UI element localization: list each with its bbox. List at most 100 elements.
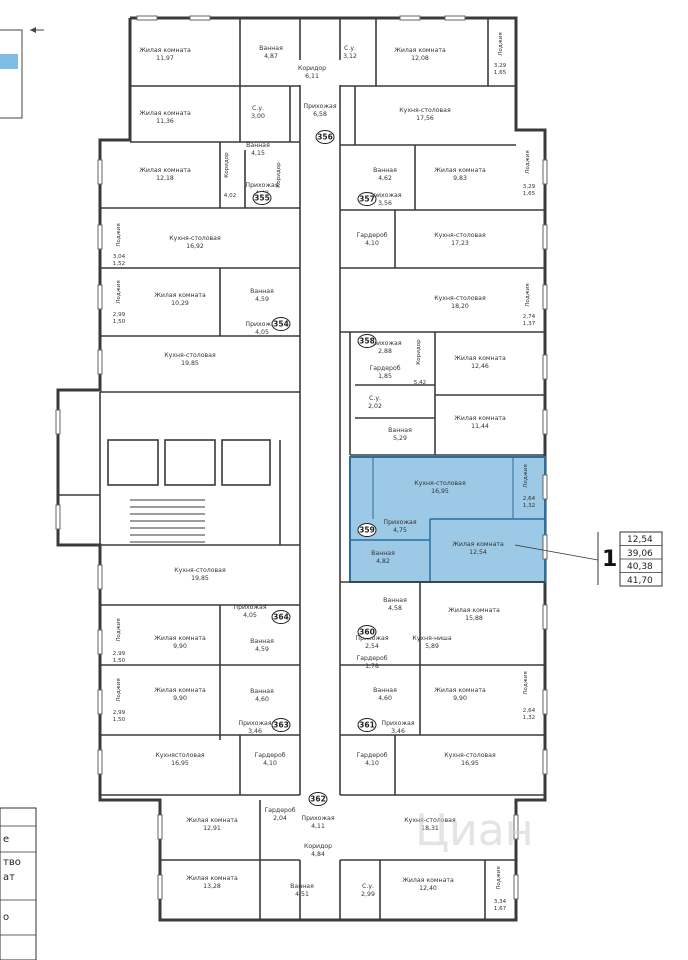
room-name: Ванная bbox=[371, 550, 395, 557]
room-area: 9,90 bbox=[173, 643, 187, 650]
room-name: Кухня-столовая bbox=[444, 752, 496, 759]
legend-value-2: 39,06 bbox=[627, 549, 653, 559]
room-area: 12,46 bbox=[471, 363, 489, 370]
room-area: 1,85 bbox=[378, 373, 392, 380]
room-name: Гардероб bbox=[369, 364, 400, 372]
room-area: 4,05 bbox=[255, 329, 269, 336]
room-area: 16,95 bbox=[431, 488, 449, 495]
apartment-badge-circle bbox=[271, 610, 291, 624]
room-area: 6,11 bbox=[305, 73, 319, 80]
room-area: 12,08 bbox=[411, 55, 429, 62]
room-name: Жилая комната bbox=[434, 167, 486, 174]
room-area: 4,60 bbox=[378, 695, 392, 702]
apartment-badge-circle bbox=[271, 317, 291, 331]
room-name: Ванная bbox=[388, 427, 412, 434]
room-name: Прихожая bbox=[233, 604, 266, 611]
apartment-number: 356 bbox=[317, 133, 333, 142]
apartment-number: 364 bbox=[273, 613, 289, 622]
loggia-area: 3,34 bbox=[494, 899, 507, 905]
room-area: 17,23 bbox=[451, 240, 469, 247]
loggia-area: 2,99 bbox=[113, 651, 126, 657]
left-legend-1: е bbox=[3, 834, 9, 845]
room-area: 19,85 bbox=[181, 360, 199, 367]
loggia-area-reduced: 1,50 bbox=[113, 658, 126, 664]
room-name: Ванная bbox=[373, 687, 397, 694]
room-area: 5,29 bbox=[393, 435, 407, 442]
vertical-label: Лоджия bbox=[116, 678, 122, 702]
room-name: Ванная bbox=[250, 288, 274, 295]
room-name: Кухня-столовая bbox=[174, 567, 226, 574]
loggia-area-reduced: 1,37 bbox=[523, 321, 536, 327]
apartment-number: 361 bbox=[359, 721, 375, 730]
room-name: Кухня-столовая bbox=[164, 352, 216, 359]
apartment-number: 362 bbox=[310, 795, 326, 804]
loggia-area: 2,74 bbox=[523, 314, 536, 320]
room-area: 4,82 bbox=[376, 558, 390, 565]
room-name: Кухня-столовая bbox=[434, 295, 486, 302]
room-name: Коридор bbox=[304, 843, 332, 850]
apartment-badge-circle bbox=[357, 334, 377, 348]
room-area: 12,40 bbox=[419, 885, 437, 892]
room-name: С.у. bbox=[252, 105, 264, 112]
room-area: 4,10 bbox=[365, 240, 379, 247]
room-name: Кухня-столовая bbox=[414, 480, 466, 487]
apartment-badge-circle bbox=[357, 523, 377, 537]
loggia-area: 3,29 bbox=[523, 184, 536, 190]
room-area: 9,90 bbox=[173, 695, 187, 702]
room-name: Гардероб bbox=[254, 751, 285, 759]
room-area: 3,56 bbox=[378, 200, 392, 207]
room-name: Ванная bbox=[250, 638, 274, 645]
room-name: Жилая комната bbox=[186, 875, 238, 882]
room-area: 15,88 bbox=[465, 615, 483, 622]
room-area: 16,95 bbox=[171, 760, 189, 767]
room-name: Жилая комната bbox=[402, 877, 454, 884]
room-name: Кухня-столовая bbox=[434, 232, 486, 239]
room-name: Прихожая bbox=[245, 321, 278, 328]
loggia-area: 4,02 bbox=[224, 193, 236, 199]
room-area: 9,90 bbox=[453, 695, 467, 702]
room-name: Ванная bbox=[246, 142, 270, 149]
apartment-badge-circle bbox=[315, 130, 335, 144]
room-area: 4,10 bbox=[263, 760, 277, 767]
room-name: Жилая комната bbox=[434, 687, 486, 694]
room-area: 16,95 bbox=[461, 760, 479, 767]
room-name: Ванная bbox=[250, 688, 274, 695]
room-name: Гардероб bbox=[356, 751, 387, 759]
room-area: 4,60 bbox=[255, 696, 269, 703]
room-name: Ванная bbox=[383, 597, 407, 604]
loggia-area-reduced: 1,32 bbox=[523, 715, 535, 721]
room-area: 17,56 bbox=[416, 115, 434, 122]
legend-value-1: 12,54 bbox=[627, 535, 653, 545]
left-legend-3: ат bbox=[3, 872, 15, 883]
left-legend-2: тво bbox=[3, 857, 21, 868]
loggia-area: 3,29 bbox=[494, 63, 507, 69]
room-area: 4,59 bbox=[255, 646, 269, 653]
room-area: 2,99 bbox=[361, 891, 375, 898]
room-name: Гардероб bbox=[356, 231, 387, 239]
room-name: Жилая комната bbox=[448, 607, 500, 614]
legend-rooms-count: 1 bbox=[602, 547, 617, 572]
room-name: С.у. bbox=[344, 45, 356, 52]
vertical-label: Лоджия bbox=[525, 283, 531, 307]
room-name: Жилая комната bbox=[452, 541, 504, 548]
apartment-number: 360 bbox=[359, 628, 375, 637]
loggia-area: 2,99 bbox=[113, 710, 126, 716]
left-legend: е тво ат о bbox=[0, 807, 37, 960]
legend-value-4: 41,70 bbox=[627, 576, 653, 586]
loggia-area: 3,04 bbox=[113, 254, 126, 260]
loggia-area-reduced: 1,65 bbox=[523, 191, 536, 197]
vertical-label: Коридор bbox=[276, 162, 282, 188]
room-name: Кухня-столовая bbox=[404, 817, 456, 824]
room-area: 4,51 bbox=[295, 891, 309, 898]
room-name: Жилая комната bbox=[454, 415, 506, 422]
loggia-area: 2,64 bbox=[523, 708, 536, 714]
loggia-area: 2,64 bbox=[523, 496, 536, 502]
room-name: Жилая комната bbox=[139, 47, 191, 54]
vertical-label: Лоджия bbox=[116, 280, 122, 304]
room-area: 19,85 bbox=[191, 575, 209, 582]
room-area: 3,46 bbox=[248, 728, 262, 735]
left-fragment bbox=[0, 27, 44, 119]
loggia-area-reduced: 1,50 bbox=[113, 717, 126, 723]
room-name: Прихожая bbox=[368, 192, 401, 199]
